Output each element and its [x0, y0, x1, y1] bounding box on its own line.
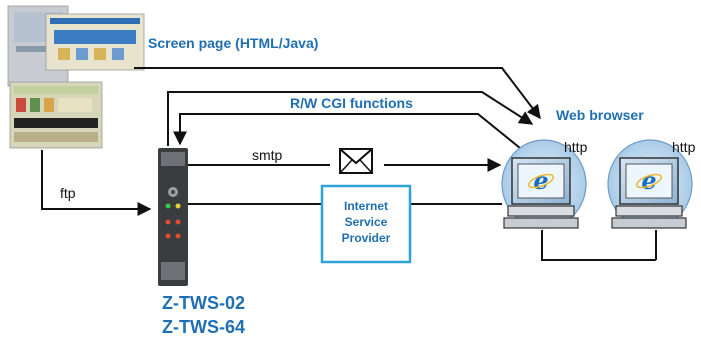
isp-label-line-2: Service [345, 215, 388, 229]
product-model-1: Z-TWS-02 [162, 293, 245, 313]
ftp-label: ftp [60, 185, 76, 201]
isp-label-line-1: Internet [344, 199, 388, 213]
isp-box [320, 184, 412, 264]
envelope-icon [339, 148, 373, 174]
http-label-2: http [672, 139, 696, 155]
http-label-1: http [564, 139, 588, 155]
connection-lines [41, 67, 657, 261]
screen-page-label: Screen page (HTML/Java) [148, 35, 318, 51]
browser-computer-2: e [607, 139, 693, 229]
rw-cgi-label: R/W CGI functions [290, 95, 413, 111]
internet-explorer-icon: e [635, 166, 663, 195]
smtp-label: smtp [252, 147, 283, 163]
web-browser-label: Web browser [556, 107, 644, 123]
isp-label-line-3: Provider [342, 231, 391, 245]
browser-computer-1: e [501, 139, 587, 229]
screen-page-thumbnails [7, 5, 145, 149]
internet-explorer-icon: e [527, 166, 555, 195]
svg-text:e: e [641, 166, 656, 195]
product-model-2: Z-TWS-64 [162, 317, 245, 337]
svg-text:e: e [533, 166, 548, 195]
z-tws-module [158, 148, 188, 286]
